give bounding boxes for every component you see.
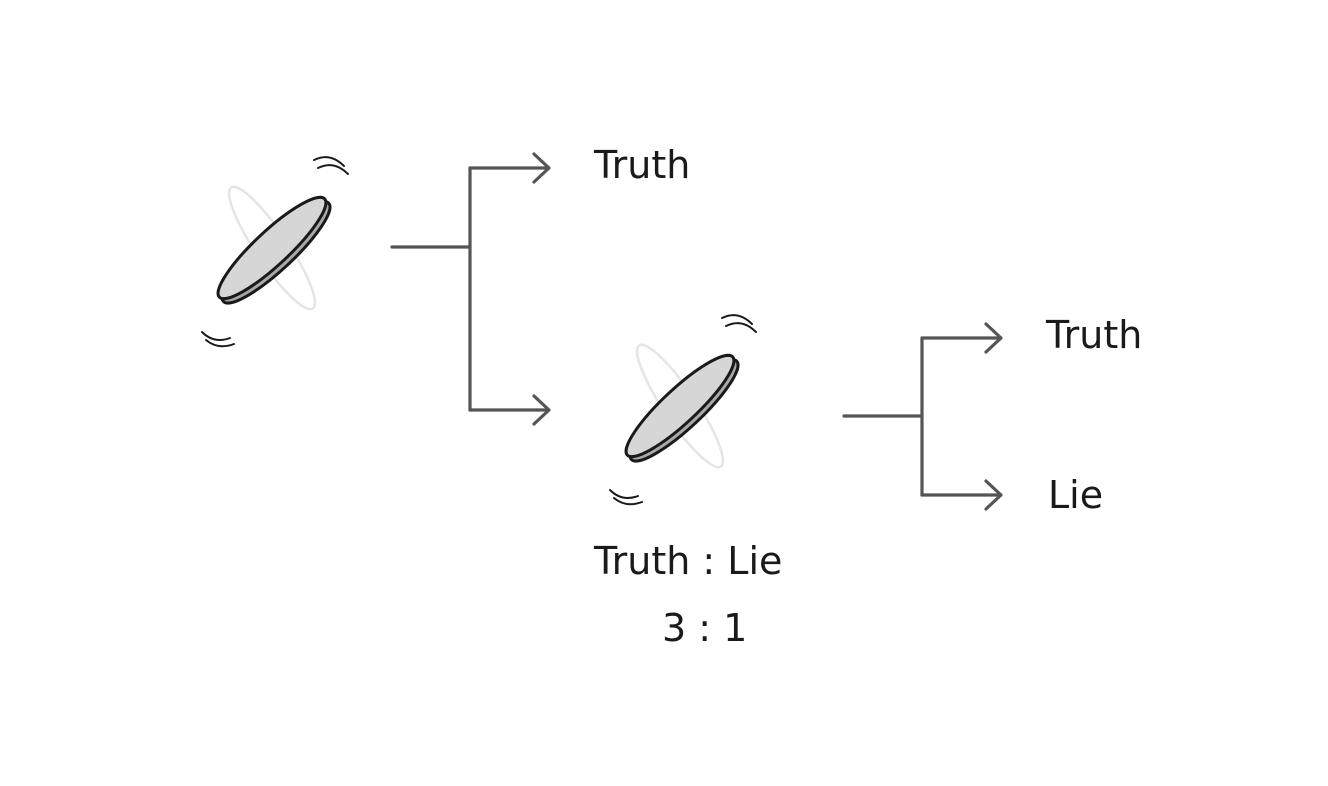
arrow-head-lie — [984, 479, 1003, 511]
spinning-coin-icon — [608, 313, 758, 506]
second-coin — [608, 313, 758, 506]
spinning-coin-icon — [200, 155, 350, 348]
second-branch — [842, 322, 1003, 511]
outcome-truth-1: Truth — [593, 143, 690, 187]
first-coin — [200, 155, 350, 348]
arrow-head-second-toss — [532, 394, 551, 426]
arrow-head-truth-2 — [984, 322, 1003, 354]
arrow-head-truth-1 — [532, 152, 551, 184]
ratio-value: 3 : 1 — [662, 606, 747, 650]
first-branch — [390, 152, 551, 426]
outcome-truth-2: Truth — [1045, 313, 1142, 357]
ratio-label: Truth : Lie — [593, 539, 782, 583]
outcome-lie: Lie — [1048, 473, 1103, 517]
